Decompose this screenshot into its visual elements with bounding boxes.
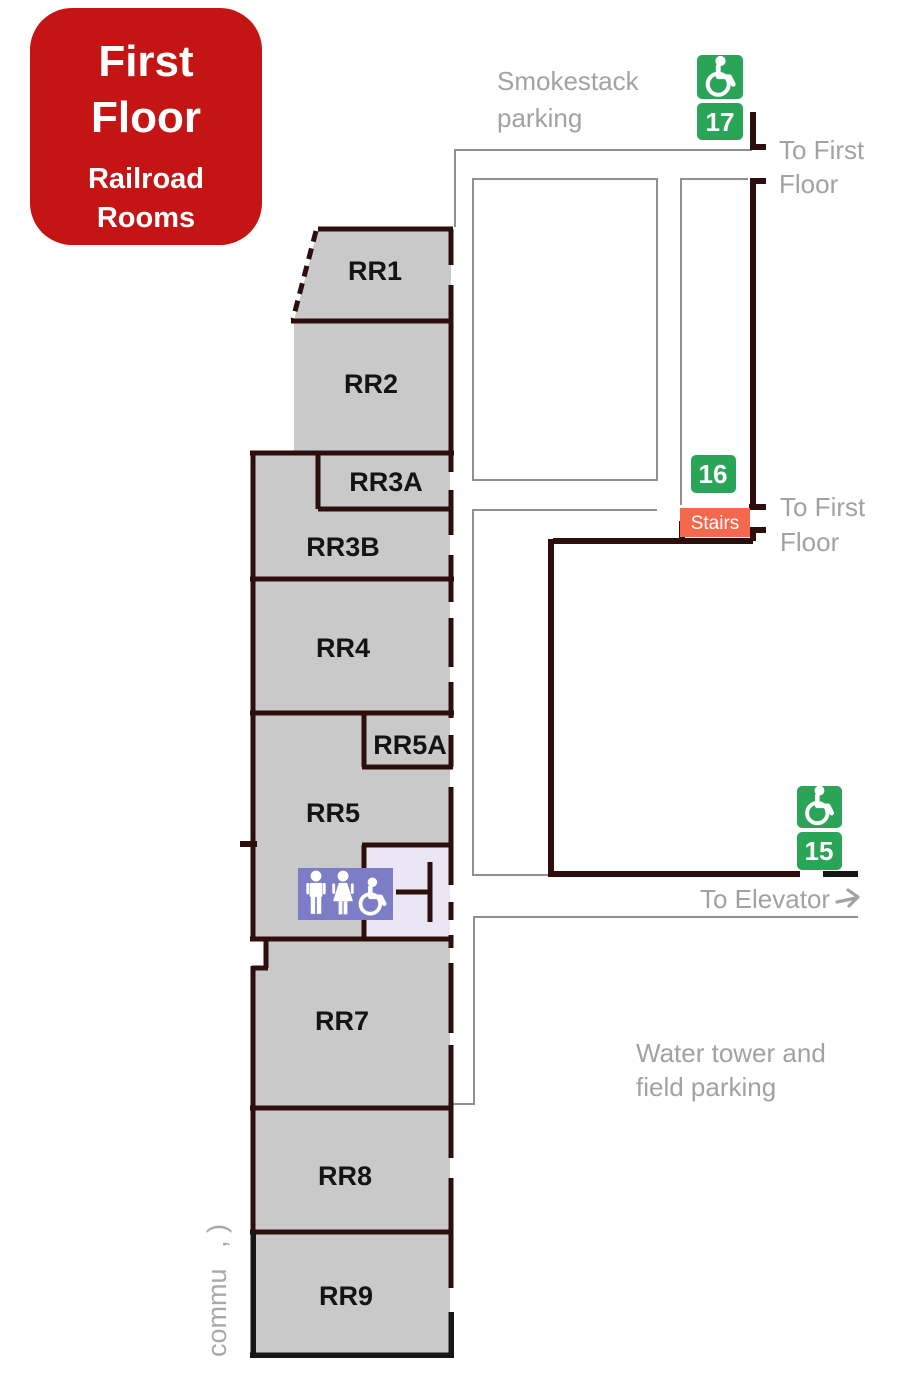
water-tower-label-line2: field parking: [636, 1072, 776, 1102]
room-rr7: [253, 941, 450, 1108]
rr2-label: RR2: [344, 369, 398, 399]
to-first-floor-top-line1: To First: [779, 135, 865, 165]
room-rr1: [294, 229, 451, 321]
room-rr8: [253, 1108, 450, 1232]
legend-subtitle-line2: Rooms: [97, 202, 195, 234]
legend-title-line2: Floor: [91, 93, 201, 142]
legend-card: First Floor Railroad Rooms: [30, 8, 262, 245]
room-rr9: [253, 1232, 450, 1355]
spot-17-number: 17: [706, 107, 735, 137]
stairs-badge: [680, 508, 750, 537]
to-first-floor-mid-line1: To First: [780, 492, 866, 522]
restroom-sign: [298, 868, 393, 920]
to-elevator-label: To Elevator: [700, 884, 830, 914]
rr1-dashed-wall: [290, 230, 319, 320]
rr5a-label: RR5A: [373, 730, 447, 760]
to-first-floor-mid-line2: Floor: [780, 527, 840, 557]
number-badge-15: [797, 832, 842, 870]
room-labels: RR1 RR2 RR3A RR3B RR4 RR5A RR5 RR7 RR8 R…: [306, 256, 447, 1311]
annotations: Smokestack parking To First Floor To Fir…: [202, 66, 866, 1357]
walkway-outlines: [452, 149, 858, 1105]
rr4-label: RR4: [316, 633, 370, 663]
rr3a-label: RR3A: [349, 467, 423, 497]
number-badge-17: [697, 103, 743, 140]
rr5-label: RR5: [306, 798, 360, 828]
smokestack-parking-label-line2: parking: [497, 103, 582, 133]
room-fills: [252, 229, 451, 1355]
rr1-label: RR1: [348, 256, 402, 286]
spot-16-marker: 16: [691, 455, 736, 493]
rr3b-label: RR3B: [306, 532, 380, 562]
stairs-label: Stairs: [691, 513, 740, 534]
edge-text-fragment: commu: [202, 1268, 232, 1357]
water-tower-label-line1: Water tower and: [636, 1038, 826, 1068]
rr8-label: RR8: [318, 1161, 372, 1191]
building-walls: [240, 226, 454, 1288]
spot-15-number: 15: [805, 836, 834, 866]
legend-card-background: [30, 8, 262, 245]
rr9-walls: [250, 1232, 454, 1358]
corridor-walls: [548, 112, 858, 877]
legend-title-line1: First: [98, 37, 194, 86]
rr7-label: RR7: [315, 1006, 369, 1036]
number-badge-16: [691, 455, 736, 493]
right-arrow-icon: [835, 888, 860, 908]
accessible-parking-17: 17: [697, 55, 743, 140]
rr9-label: RR9: [319, 1281, 373, 1311]
room-rr2: [294, 321, 450, 453]
accessible-parking-15: 15: [797, 786, 842, 870]
smokestack-parking-label-line1: Smokestack: [497, 66, 640, 96]
stairs-marker: Stairs: [680, 508, 750, 537]
to-first-floor-top-line2: Floor: [779, 169, 839, 199]
legend-subtitle-line1: Railroad: [88, 163, 204, 195]
edge-text-marks: , ): [202, 1224, 232, 1248]
spot-16-number: 16: [699, 459, 728, 489]
